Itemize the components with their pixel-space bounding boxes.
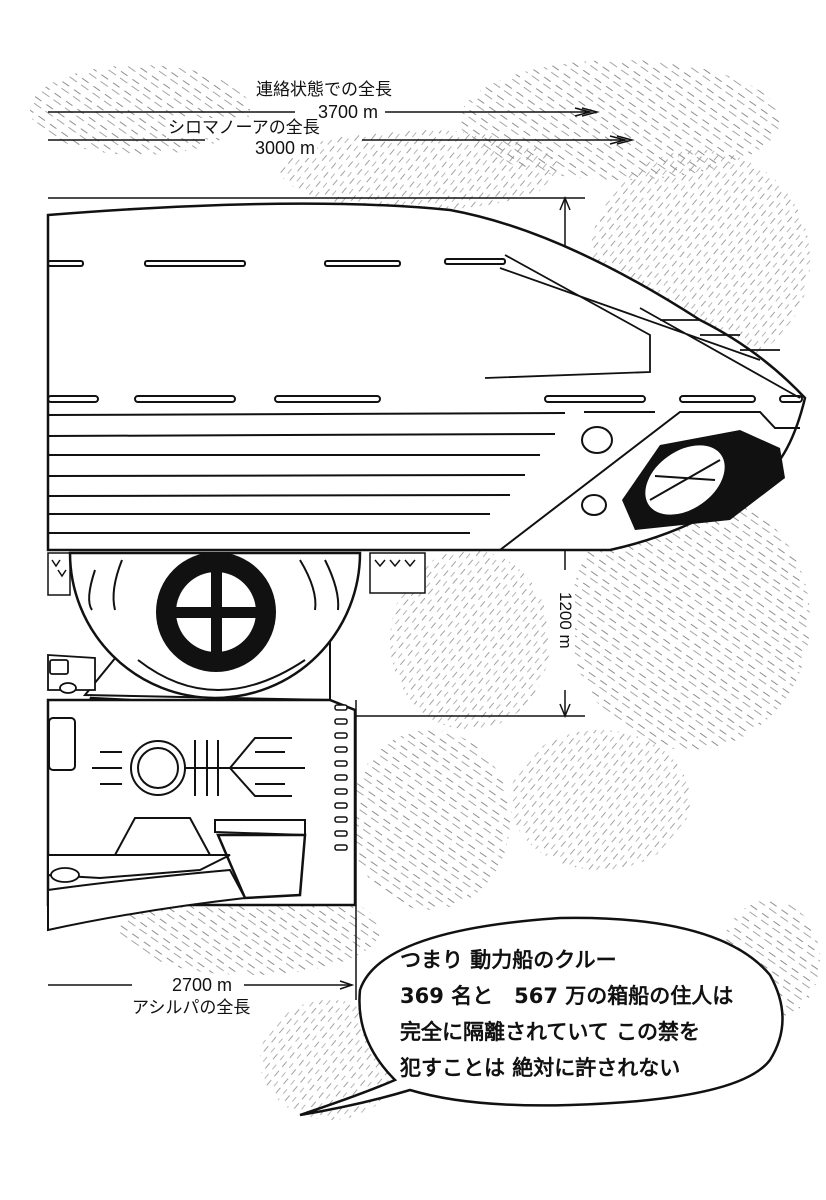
shiromanoa-length-value: 3000 m xyxy=(253,138,318,158)
speech-line-1: つまり 動力船のクルー xyxy=(400,948,617,972)
space-cloud-hatching xyxy=(30,60,820,1120)
speech-line-3: 完全に隔離されていて この禁を xyxy=(400,1020,701,1044)
speech-line-4: 犯すことは 絶対に許されない xyxy=(400,1056,681,1080)
tread-bands xyxy=(47,552,426,596)
shiromanoa-ship-body xyxy=(46,202,807,552)
speech-bubble-outline xyxy=(299,916,784,1117)
ashirupa-body xyxy=(46,654,357,932)
ashirupa-sphere xyxy=(68,551,362,707)
connected-length-label: 連絡状態での全長 xyxy=(254,80,394,100)
connected-length-value: 3700 m xyxy=(316,102,381,122)
shiromanoa-length-label: シロマノーアの全長 xyxy=(166,118,322,138)
speech-line-2: 369 名と 567 万の箱船の住人は xyxy=(400,984,734,1008)
speech-bubble-text: つまり 動力船のクルー 369 名と 567 万の箱船の住人は 完全に隔離されて… xyxy=(400,942,780,1086)
height-value: 1200 m xyxy=(555,588,575,653)
ashirupa-length-value: 2700 m xyxy=(170,975,235,995)
ashirupa-length-label: アシルパの全長 xyxy=(130,998,253,1018)
